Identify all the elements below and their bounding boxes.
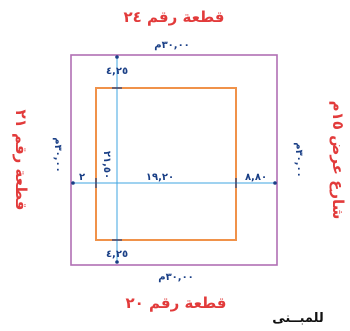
- lot-label-right: شارع عرض ١٥م: [329, 101, 347, 220]
- dimension-setback-top: ٤,٢٥: [106, 66, 128, 77]
- dimension-building-width: ١٩,٢٠: [146, 172, 174, 183]
- dimension-outer-left: ٣٠,٠٠م: [52, 137, 63, 173]
- dimension-outer-bottom: ٣٠,٠٠م: [158, 272, 194, 283]
- dimension-end-markers: [71, 55, 277, 264]
- lot-label-left: قطعة رقم ٢١: [12, 110, 30, 211]
- plot-boundary: [70, 54, 278, 266]
- building-footprint: [95, 87, 237, 241]
- dimension-setback-right: ٨,٨٠: [245, 172, 267, 183]
- dimension-outer-right: ٣٠,٠٠م: [293, 142, 304, 178]
- lot-label-bottom: قطعة رقم ٢٠: [126, 294, 227, 312]
- building-caption: للمبــنى: [272, 311, 324, 326]
- dimension-building-depth: ٢١,٥٠: [101, 151, 112, 179]
- dimension-outer-top: ٣٠,٠٠م: [154, 40, 190, 51]
- dimension-setback-left: ٢: [79, 172, 85, 183]
- lot-label-top: قطعة رقم ٢٤: [124, 8, 225, 26]
- dimension-setback-bottom: ٤,٢٥: [106, 249, 128, 260]
- dimension-ticks: [95, 87, 237, 241]
